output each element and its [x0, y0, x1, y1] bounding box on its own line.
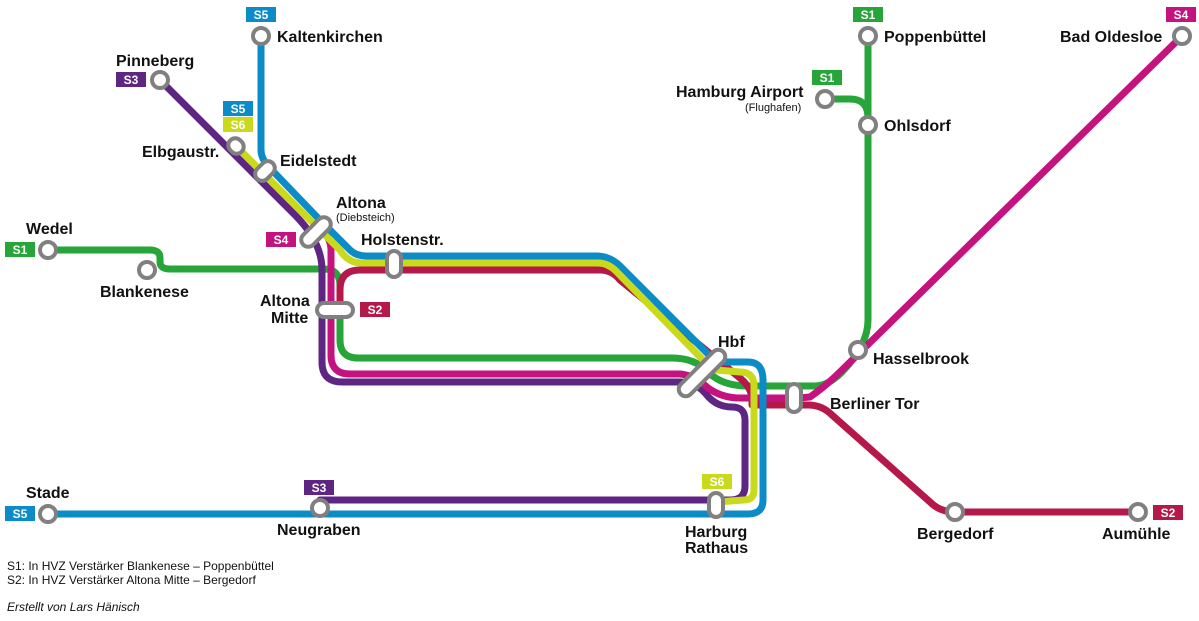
line-badge-s5-kaltenkirchen: S5: [246, 7, 276, 22]
svg-text:S4: S4: [274, 233, 289, 247]
svg-text:S4: S4: [1174, 8, 1189, 22]
station-marker-hasselbrook: [848, 340, 868, 360]
station-label-berliner-tor: Berliner Tor: [830, 396, 920, 413]
station-marker-altona: [299, 215, 333, 249]
line-badge-s5-stade: S5: [5, 506, 35, 521]
station-marker-holstenstr: [385, 249, 403, 279]
station-marker-aumuehle: [1128, 502, 1148, 522]
station-label-altona-mitte-1: Altona: [260, 293, 310, 310]
svg-text:S3: S3: [124, 73, 139, 87]
station-marker-stade: [38, 504, 58, 524]
line-s3-main: [156, 76, 749, 504]
line-badge-s6-harburg: S6: [702, 474, 732, 489]
svg-text:S6: S6: [231, 118, 246, 132]
station-marker-altona-mitte: [315, 301, 355, 319]
station-marker-airport: [815, 89, 835, 109]
station-label-elbgaustr: Elbgaustr.: [142, 144, 219, 161]
station-marker-blankenese: [137, 260, 157, 280]
station-label-airport: Hamburg Airport: [676, 84, 804, 101]
station-marker-neugraben: [310, 498, 330, 518]
station-marker-kaltenkirchen: [251, 26, 271, 46]
line-badge-s2-altona-mitte: S2: [360, 302, 390, 317]
line-badge-s3-neugraben: S3: [304, 480, 334, 495]
svg-text:S1: S1: [861, 8, 876, 22]
station-label-poppenbuettel: Poppenbüttel: [884, 29, 986, 46]
line-badges: S5 S1 S4 S3 S1 S5 S6 S4 S1 S2 S3 S6 S5 S…: [5, 7, 1196, 521]
station-marker-wedel: [38, 240, 58, 260]
station-marker-berliner-tor: [785, 382, 803, 414]
station-marker-harburg: [707, 491, 725, 519]
line-badge-s2-aumuehle: S2: [1153, 505, 1183, 520]
station-label-eidelstedt: Eidelstedt: [280, 153, 357, 170]
station-label-blankenese: Blankenese: [100, 284, 189, 301]
station-marker-ohlsdorf: [858, 115, 878, 135]
credit-text: Erstellt von Lars Hänisch: [7, 600, 140, 614]
svg-text:S2: S2: [1161, 506, 1176, 520]
svg-text:S1: S1: [13, 243, 28, 257]
station-label-altona-mitte-2: Mitte: [271, 310, 308, 327]
line-badge-s1-wedel: S1: [5, 242, 35, 257]
station-label-pinneberg: Pinneberg: [116, 53, 194, 70]
line-badge-s1-poppenbuettel: S1: [853, 7, 883, 22]
svg-text:S5: S5: [231, 102, 246, 116]
station-sublabel-altona: (Diebsteich): [336, 212, 395, 224]
svg-text:S6: S6: [710, 475, 725, 489]
line-badge-s1-airport: S1: [812, 70, 842, 85]
station-label-harburg-1: Harburg: [685, 524, 747, 541]
svg-text:S1: S1: [820, 71, 835, 85]
station-marker-bergedorf: [945, 502, 965, 522]
svg-text:S5: S5: [254, 8, 269, 22]
station-label-hbf: Hbf: [718, 334, 745, 351]
line-badge-s4-altona: S4: [266, 232, 296, 247]
station-label-hasselbrook: Hasselbrook: [873, 351, 969, 368]
interchange-markers: [226, 136, 803, 519]
station-label-ohlsdorf: Ohlsdorf: [884, 118, 951, 135]
line-s4-main: [314, 32, 1186, 402]
svg-text:S5: S5: [13, 507, 28, 521]
station-marker-eidelstedt: [253, 159, 277, 183]
station-label-kaltenkirchen: Kaltenkirchen: [277, 29, 383, 46]
station-label-altona: Altona: [336, 195, 386, 212]
station-label-stade: Stade: [26, 485, 70, 502]
line-badge-s6-elbgaustr: S6: [223, 117, 253, 132]
line-s2-main: [336, 266, 1142, 516]
station-marker-bad-oldesloe: [1172, 26, 1192, 46]
station-label-bergedorf: Bergedorf: [917, 526, 994, 543]
svg-text:S2: S2: [368, 303, 383, 317]
station-markers: [38, 26, 1192, 524]
line-badge-s5-elbgaustr: S5: [223, 101, 253, 116]
station-label-neugraben: Neugraben: [277, 522, 361, 539]
station-marker-hbf: [676, 347, 728, 399]
station-label-harburg-2: Rathaus: [685, 540, 748, 557]
station-label-bad-oldesloe: Bad Oldesloe: [1060, 29, 1162, 46]
note-s2: S2: In HVZ Verstärker Altona Mitte – Ber…: [7, 573, 256, 587]
line-s1-airport: [821, 95, 872, 122]
line-s5-main: [44, 32, 767, 518]
line-badge-s4-bad-oldesloe: S4: [1166, 7, 1196, 22]
station-marker-poppenbuettel: [858, 26, 878, 46]
station-labels: Kaltenkirchen Pinneberg Elbgaustr. Eidel…: [26, 29, 1171, 557]
station-label-wedel: Wedel: [26, 221, 73, 238]
station-sublabel-airport: (Flughafen): [745, 102, 801, 114]
note-s1: S1: In HVZ Verstärker Blankenese – Poppe…: [7, 559, 274, 573]
station-label-holstenstr: Holstenstr.: [361, 232, 444, 249]
station-marker-elbgaustr: [226, 136, 246, 156]
station-marker-pinneberg: [150, 70, 170, 90]
svg-text:S3: S3: [312, 481, 327, 495]
line-badge-s3-pinneberg: S3: [116, 72, 146, 87]
station-label-aumuehle: Aumühle: [1102, 526, 1171, 543]
